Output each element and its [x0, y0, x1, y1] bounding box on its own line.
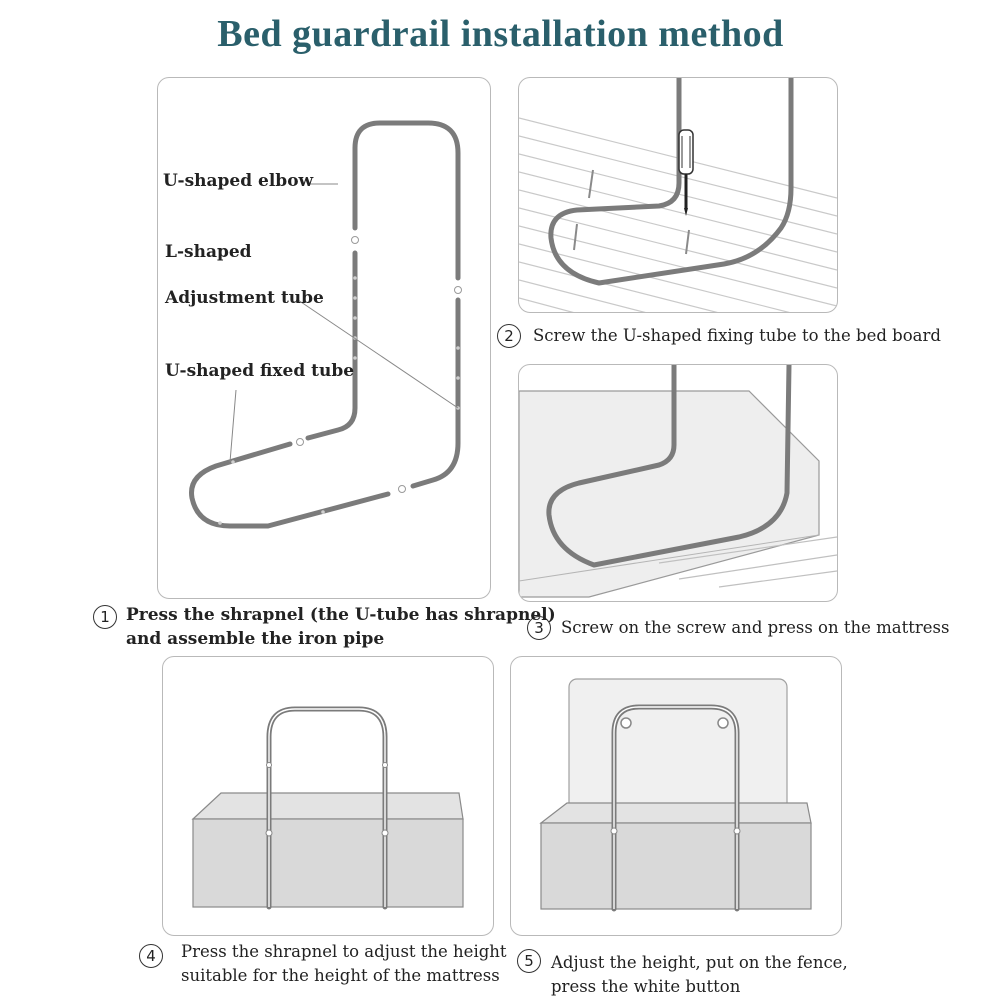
step-1-number: 1: [93, 605, 117, 629]
label-u-shaped-fixed-tube: U-shaped fixed tube: [165, 361, 355, 381]
u-shaped-fixed-tube: [189, 441, 391, 529]
guardrail-on-mattress: [546, 365, 792, 568]
label-u-shaped-elbow: U-shaped elbow: [163, 171, 314, 191]
step-1-text: Press the shrapnel (the U-tube has shrap…: [126, 605, 556, 649]
mattress-press-illustration: [519, 365, 837, 598]
panel-step-3: [518, 364, 838, 602]
height-adjust-illustration: [191, 706, 464, 910]
mattress-front: [192, 818, 464, 908]
u-fixed-tube-on-board: [548, 78, 794, 286]
step-2-text: Screw the U-shaped fixing tube to the be…: [533, 326, 941, 345]
step-5-text: Adjust the height, put on the fence, pre…: [551, 953, 848, 996]
panel-components: U-shaped elbow L-shaped Adjustment tube …: [157, 77, 491, 599]
step-4-number: 4: [139, 944, 163, 968]
screwdriver-icon: [678, 129, 694, 216]
white-button-icon: [620, 717, 729, 729]
mattress-top: [191, 792, 464, 820]
guardrail-parts-illustration: [189, 120, 462, 529]
step-5-number: 5: [517, 949, 541, 973]
step-3-number: 3: [527, 616, 551, 640]
step-3-text: Screw on the screw and press on the matt…: [561, 618, 950, 637]
adjustment-tube: [410, 297, 461, 489]
step-2-number: 2: [497, 324, 521, 348]
fence-install-illustration: [539, 678, 812, 912]
step-4-text: Press the shrapnel to adjust the height …: [181, 942, 507, 985]
mattress-shape: [519, 390, 820, 598]
panel-step-4: [162, 656, 494, 936]
panel-step-5: [510, 656, 842, 936]
mattress-top: [539, 802, 812, 824]
mattress-front: [540, 822, 812, 910]
bed-board-screw-illustration: [519, 78, 837, 312]
l-shaped-tube: [305, 250, 358, 441]
adjustment-leader-line: [297, 299, 459, 409]
panel-step-2: [518, 77, 838, 313]
label-adjustment-tube: Adjustment tube: [165, 288, 324, 308]
page-title: Bed guardrail installation method: [217, 13, 784, 55]
u-fixed-leader-line: [229, 389, 237, 463]
label-l-shaped: L-shaped: [165, 242, 252, 262]
u-shaped-elbow-tube: [352, 120, 461, 281]
